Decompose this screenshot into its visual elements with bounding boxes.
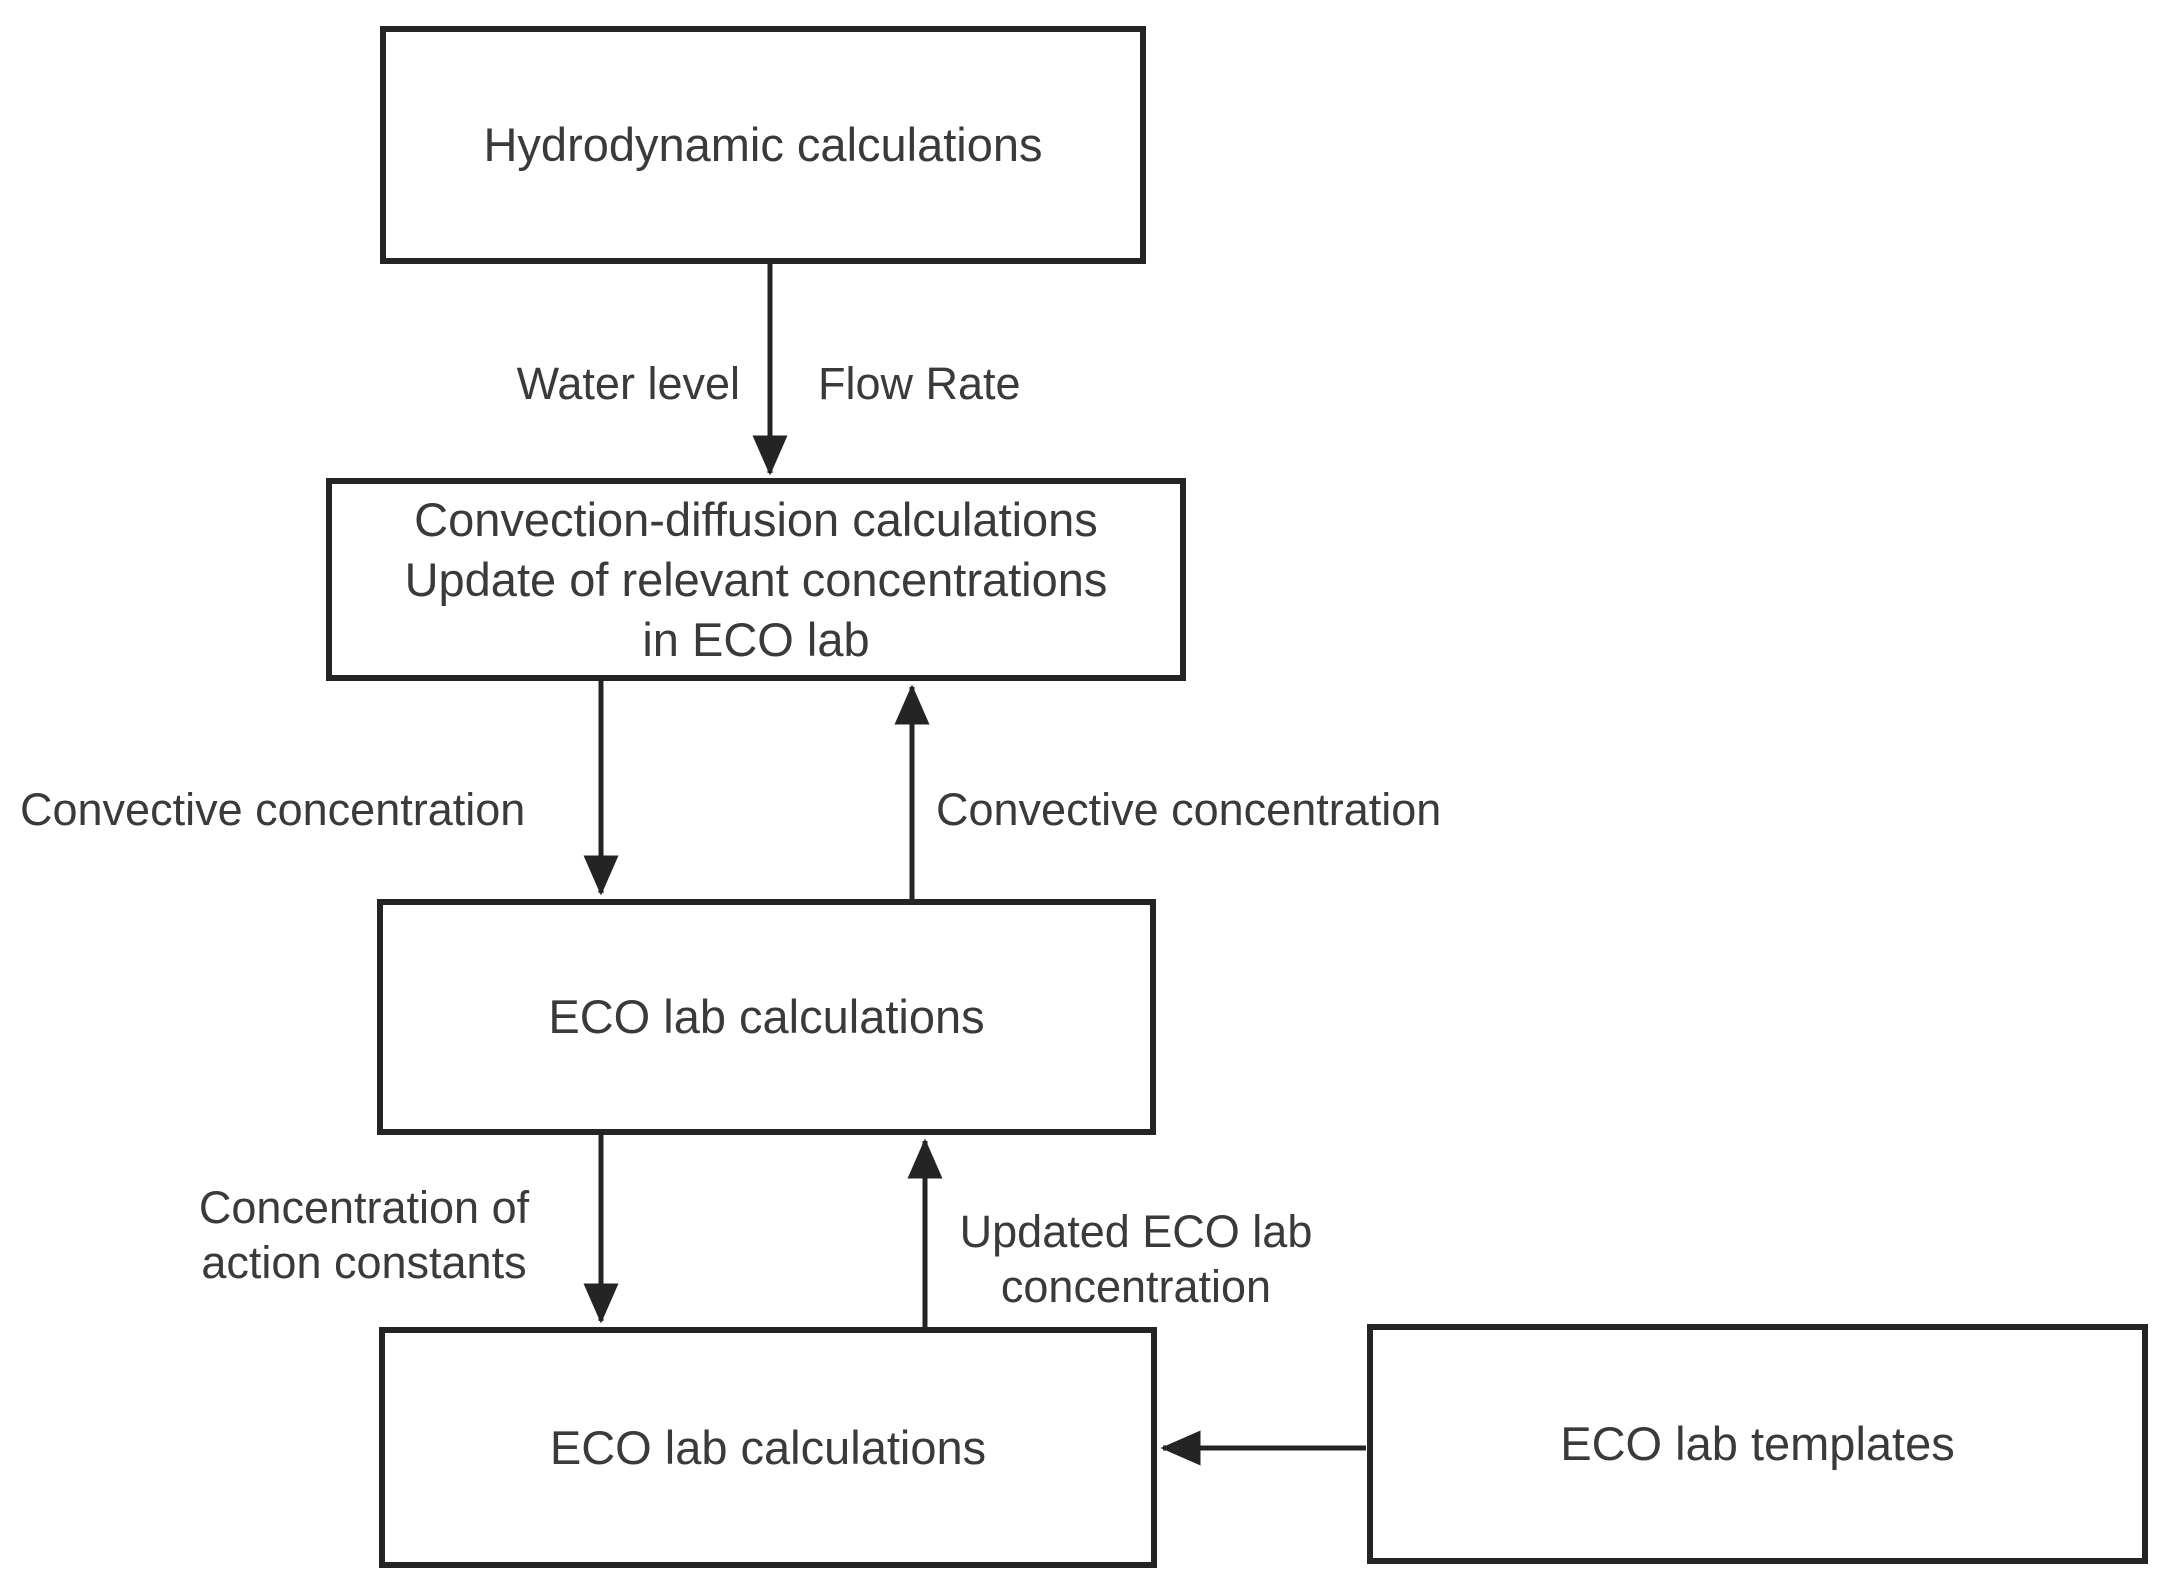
convection-diffusion-line2: Update of relevant concentrations xyxy=(404,552,1108,606)
eco-lab-calculations-upper-box: ECO lab calculations xyxy=(377,899,1156,1135)
edge-label-updated-eco-lab-concentration-line2: concentration xyxy=(1000,1261,1272,1312)
convection-diffusion-line1: Convection-diffusion calculations xyxy=(414,492,1098,546)
edge-label-flow-rate: Flow Rate xyxy=(818,358,1021,409)
convection-diffusion-line3: in ECO lab xyxy=(642,612,870,666)
eco-lab-templates-box: ECO lab templates xyxy=(1367,1324,2148,1564)
eco-lab-calculations-upper-label: ECO lab calculations xyxy=(548,990,985,1043)
edge-label-updated-eco-lab-concentration: Updated ECO lab concentration xyxy=(910,1204,1362,1314)
eco-lab-calculations-lower-box: ECO lab calculations xyxy=(379,1327,1157,1568)
eco-lab-templates-label: ECO lab templates xyxy=(1560,1417,1955,1470)
edge-label-water-level: Water level xyxy=(516,358,740,409)
eco-lab-calculations-lower-label: ECO lab calculations xyxy=(549,1420,987,1474)
hydrodynamic-calculations-box: Hydrodynamic calculations xyxy=(380,26,1146,264)
edge-label-concentration-of-action-constants: Concentration of action constants xyxy=(148,1180,580,1290)
edge-label-convective-concentration-down: Convective concentration xyxy=(20,784,526,835)
edge-label-concentration-of-action-constants-line1: Concentration of xyxy=(198,1182,530,1233)
convection-diffusion-box: Convection-diffusion calculations Update… xyxy=(326,478,1186,681)
hydrodynamic-calculations-label: Hydrodynamic calculations xyxy=(483,118,1043,171)
edge-label-concentration-of-action-constants-line2: action constants xyxy=(201,1237,527,1288)
edge-label-convective-concentration-up: Convective concentration xyxy=(936,784,1442,835)
edge-label-updated-eco-lab-concentration-line1: Updated ECO lab xyxy=(959,1206,1313,1257)
